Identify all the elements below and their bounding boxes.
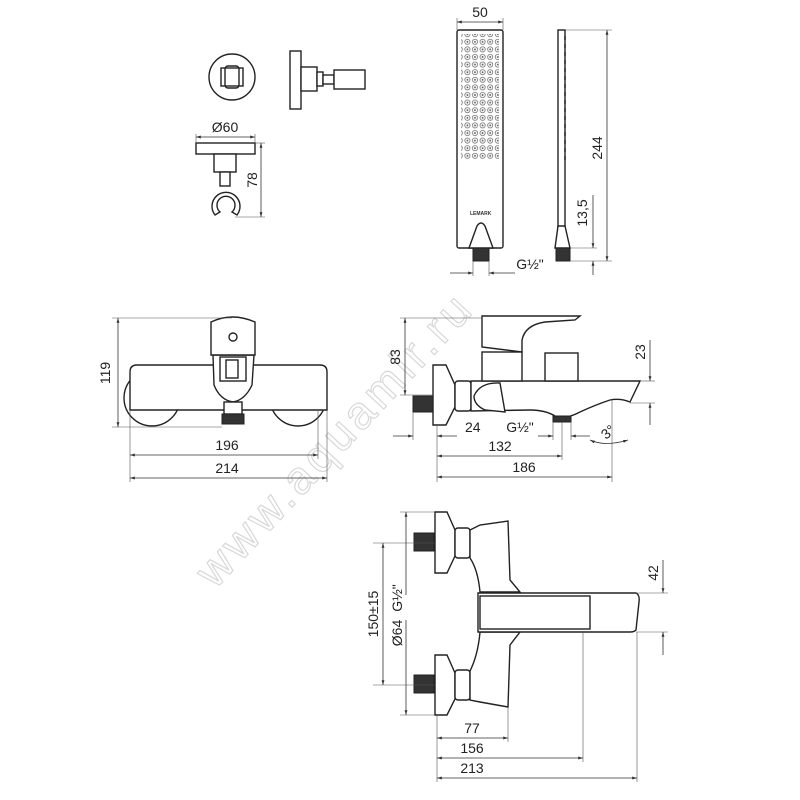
mixer-front-view: 119 196 214 bbox=[97, 316, 328, 482]
top-d2-label: 156 bbox=[460, 740, 484, 756]
top-d3-label: 213 bbox=[460, 760, 484, 776]
mixer-top-view: 150±15 G½" Ø64 42 77 156 213 bbox=[365, 511, 668, 782]
shower-width-label: 50 bbox=[472, 4, 488, 20]
side-thread-label: G½" bbox=[506, 419, 534, 435]
side-height-label: 83 bbox=[387, 349, 403, 365]
holder-height-label: 78 bbox=[244, 172, 260, 188]
top-spout-label: 42 bbox=[645, 565, 661, 581]
side-depth-label: 186 bbox=[512, 459, 536, 475]
top-spacing-label: 150±15 bbox=[365, 590, 381, 637]
side-angle-label: 3° bbox=[598, 421, 619, 442]
front-width-label: 214 bbox=[215, 460, 239, 476]
shower-length-label: 244 bbox=[589, 136, 605, 160]
side-spout-height-label: 23 bbox=[632, 344, 648, 360]
top-d1-label: 77 bbox=[464, 720, 480, 736]
holder-side-view bbox=[289, 50, 366, 110]
front-height-label: 119 bbox=[97, 362, 113, 385]
holder-front-view: Ø60 78 bbox=[195, 119, 265, 218]
top-thread-label: G½" bbox=[389, 584, 405, 612]
side-thread-len-label: 24 bbox=[465, 419, 481, 435]
holder-top-view bbox=[208, 53, 256, 101]
mixer-side-view: 83 23 24 G½" 132 186 3° bbox=[387, 315, 655, 482]
shower-connector-label: 13,5 bbox=[574, 199, 590, 226]
brand-logo: LEMARK bbox=[470, 211, 492, 217]
shower-thread-label: G½" bbox=[516, 256, 544, 272]
holder-diameter-label: Ø60 bbox=[212, 119, 239, 135]
front-inner-width-label: 196 bbox=[215, 437, 239, 453]
hand-shower-front: LEMARK 50 G½" bbox=[450, 4, 544, 276]
top-rosette-label: Ø64 bbox=[389, 620, 405, 647]
hand-shower-side: 244 13,5 bbox=[554, 29, 612, 275]
side-outlet-depth-label: 132 bbox=[488, 438, 512, 454]
